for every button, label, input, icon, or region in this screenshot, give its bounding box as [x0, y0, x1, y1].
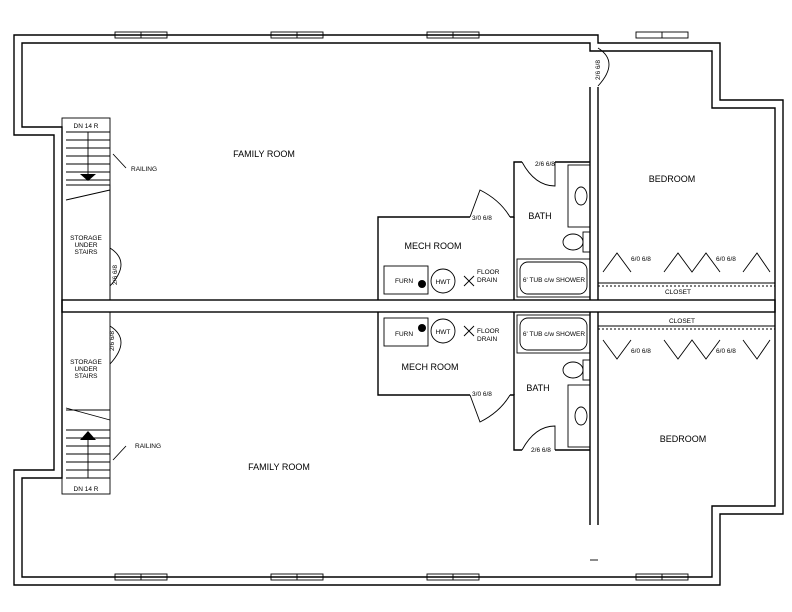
- closet-door-label-bottom-1: 6/0 6/8: [631, 348, 651, 355]
- closet-door-label-top-1: 6/0 6/8: [631, 256, 651, 263]
- mech-room-label-bottom: MECH ROOM: [402, 362, 459, 372]
- exterior-walls: [13, 34, 784, 586]
- railing-label-top: RAILING: [131, 166, 157, 173]
- storage-door-label-top: 2/6 6/8: [112, 265, 119, 285]
- bath-label-top: BATH: [528, 211, 551, 221]
- floor-drain-label-top-1: FLOOR: [477, 269, 500, 276]
- party-wall: [61, 299, 776, 313]
- closet-label-bottom: CLOSET: [669, 318, 695, 325]
- closet-door-label-top-2: 6/0 6/8: [716, 256, 736, 263]
- tub-label-bottom: 6' TUB c/w SHOWER: [523, 331, 585, 338]
- bath-label-bottom: BATH: [526, 383, 549, 393]
- hwt-label-top: HWT: [436, 279, 451, 286]
- floor-drain-label-bottom-1: FLOOR: [477, 328, 500, 335]
- windows: [114, 31, 689, 581]
- stairs-label-bottom: DN 14 R: [74, 486, 99, 493]
- bath-door-label-bottom: 2/6 6/8: [531, 447, 551, 454]
- floor-drain-label-top-2: DRAIN: [477, 277, 498, 284]
- stair-arrow-icon: [80, 431, 96, 440]
- mech-door-label-top: 3/0 6/8: [472, 215, 492, 222]
- storage-label-top-1: STORAGE: [70, 235, 102, 242]
- storage-label-top-2: UNDER: [74, 242, 97, 249]
- mech-room-label-top: MECH ROOM: [405, 241, 462, 251]
- storage-door-label-bottom: 2/6 6/8: [109, 331, 116, 351]
- bottom-unit-interior: [61, 311, 775, 495]
- bedroom-door-label-top: 2/6 6/8: [595, 60, 602, 80]
- tub-label-top: 6' TUB c/w SHOWER: [523, 277, 585, 284]
- storage-label-bottom-3: STAIRS: [75, 373, 99, 380]
- storage-label-bottom-2: UNDER: [74, 366, 97, 373]
- floor-drain-label-bottom-2: DRAIN: [477, 336, 498, 343]
- stair-arrow-icon: [80, 174, 96, 181]
- storage-label-top-3: STAIRS: [75, 249, 99, 256]
- labels: FAMILY ROOM FAMILY ROOM BEDROOM BEDROOM …: [70, 60, 736, 493]
- bedroom-label-bottom: BEDROOM: [660, 434, 707, 444]
- furnace-label-bottom: FURN: [395, 331, 413, 338]
- hwt-label-bottom: HWT: [436, 329, 451, 336]
- closet-label-top: CLOSET: [665, 289, 691, 296]
- mech-door-label-bottom: 3/0 6/8: [472, 391, 492, 398]
- furnace-label-top: FURN: [395, 278, 413, 285]
- bedroom-label-top: BEDROOM: [649, 174, 696, 184]
- bath-door-label-top: 2/6 6/8: [535, 161, 555, 168]
- storage-label-bottom-1: STORAGE: [70, 359, 102, 366]
- family-room-label-bottom: FAMILY ROOM: [248, 462, 310, 472]
- top-unit-interior: [61, 47, 775, 301]
- closet-door-label-bottom-2: 6/0 6/8: [716, 348, 736, 355]
- stairs-label-top: DN 14 R: [74, 123, 99, 130]
- bedroom-walls: [589, 87, 599, 561]
- railing-label-bottom: RAILING: [135, 443, 161, 450]
- family-room-label-top: FAMILY ROOM: [233, 149, 295, 159]
